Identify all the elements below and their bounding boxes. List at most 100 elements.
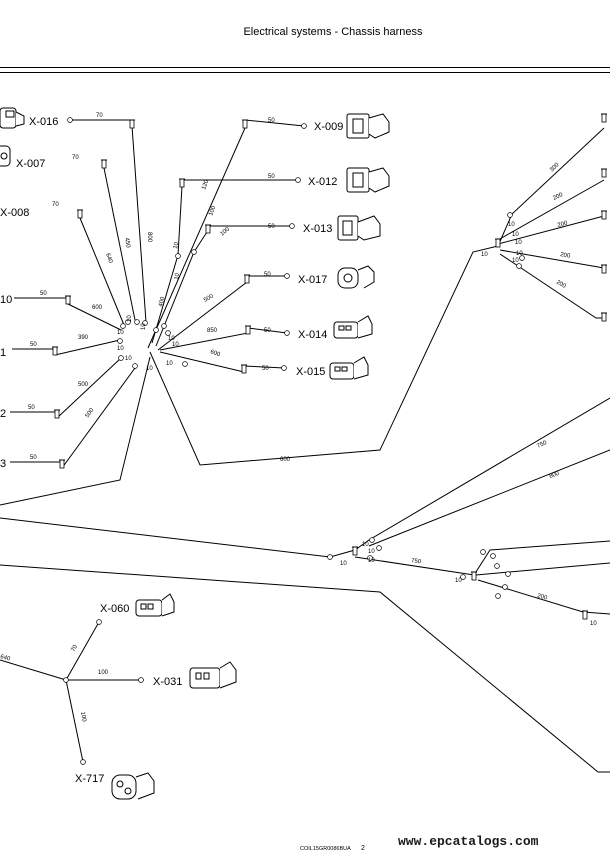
length-label: 70 [52,202,59,208]
x015-connector-icon [329,356,369,380]
length-label: 100 [208,205,217,217]
header-rule [0,67,610,68]
length-label: 10 [146,366,153,372]
length-label: 50 [264,328,271,334]
length-label: 50 [28,405,35,411]
length-label: 200 [536,593,548,602]
length-label: 10 [125,356,132,362]
length-label: 100 [219,226,231,237]
length-label: 100 [98,670,109,676]
length-label: 10 [340,561,347,567]
length-label: 300 [549,162,561,174]
connector-label-x031: X-031 [153,676,182,688]
length-label: 500 [78,382,89,388]
length-label: 10 [516,251,523,257]
connector-label-x001: 1 [0,347,6,359]
length-label: 10 [173,241,180,249]
drawing-code: COIL15GR0086BUA [300,846,351,852]
length-label: 200 [560,252,572,260]
length-label: 600 [209,349,221,358]
length-label: 600 [280,457,291,463]
length-label: 70 [71,644,80,653]
x014-connector-icon [333,315,373,339]
x016-connector-icon [0,107,25,129]
connector-labels: X-016 X-007 X-008 10 1 2 3 X-009 X-012 X… [0,116,343,785]
length-label: 200 [552,192,564,202]
connector-label-x002: 2 [0,408,6,420]
page-title: Electrical systems - Chassis harness [243,26,423,38]
connector-label-x010: 10 [0,294,12,306]
length-label: 10 [168,336,175,342]
length-label: 10 [515,240,522,246]
header-rule-thin [0,72,610,73]
length-label: 10 [141,323,147,330]
length-label: 450 [123,237,131,249]
length-label: 70 [72,155,79,161]
length-label: 10 [117,330,124,336]
connector-label-x015: X-015 [296,366,325,378]
length-label: 10 [368,549,375,555]
length-label: 100 [79,711,87,723]
length-label: 850 [207,328,218,334]
length-label: 600 [92,305,103,311]
length-label: 800 [146,232,152,243]
length-label: 10 [481,252,488,258]
length-label: 50 [264,272,271,278]
length-label: 10 [508,222,515,228]
junction-nodes [63,117,525,765]
connector-icons [0,107,390,800]
length-label: 640 [0,654,11,663]
length-label: 200 [557,220,569,229]
connector-label-x014: X-014 [298,329,327,341]
connector-label-x013: X-013 [303,223,332,235]
length-label: 50 [30,342,37,348]
length-labels: 70 70 70 50 50 50 50 800 450 640 600 390… [0,113,597,723]
length-label: 120 [201,179,210,191]
connector-label-x007: X-007 [16,158,45,170]
x013-connector-icon [337,215,381,241]
length-label: 200 [555,280,567,291]
connector-label-x017: X-017 [298,274,327,286]
length-label: 10 [127,315,133,322]
length-label: 500 [203,293,215,304]
x031-connector-icon [189,661,237,689]
length-label: 750 [536,440,548,450]
length-label: 70 [96,113,103,119]
length-label: 10 [512,258,519,264]
length-label: 800 [549,471,561,480]
x717-connector-icon [111,772,155,800]
length-label: 10 [368,558,375,564]
length-label: 50 [268,174,275,180]
length-label: 10 [362,542,369,548]
length-label: 10 [512,232,519,238]
length-label: 390 [78,335,89,341]
x017-connector-icon [337,265,375,289]
connector-label-x003: 3 [0,458,6,470]
x007-connector-icon [0,145,11,167]
connector-label-x009: X-009 [314,121,343,133]
x060-connector-icon [135,593,175,617]
length-label: 50 [40,291,47,297]
length-label: 50 [268,118,275,124]
wire-paths [0,119,610,773]
page-number: 2 [361,845,365,852]
length-label: 10 [166,361,173,367]
length-label: 10 [117,346,124,352]
length-label: 10 [174,272,181,280]
length-label: 10 [455,578,462,584]
connector-label-x008: X-008 [0,207,29,219]
watermark: www.epcatalogs.com [398,834,539,849]
connector-label-x060: X-060 [100,603,129,615]
length-label: 400 [158,296,167,308]
x009-connector-icon [346,113,390,139]
length-label: 640 [104,253,113,265]
length-label: 10 [172,342,179,348]
length-label: 750 [411,558,422,565]
length-label: 10 [590,621,597,627]
length-label: 50 [262,366,269,372]
connector-label-x012: X-012 [308,176,337,188]
length-label: 50 [30,455,37,461]
length-label: 50 [268,224,275,230]
connector-label-x717: X-717 [75,773,104,785]
connector-label-x016: X-016 [29,116,58,128]
